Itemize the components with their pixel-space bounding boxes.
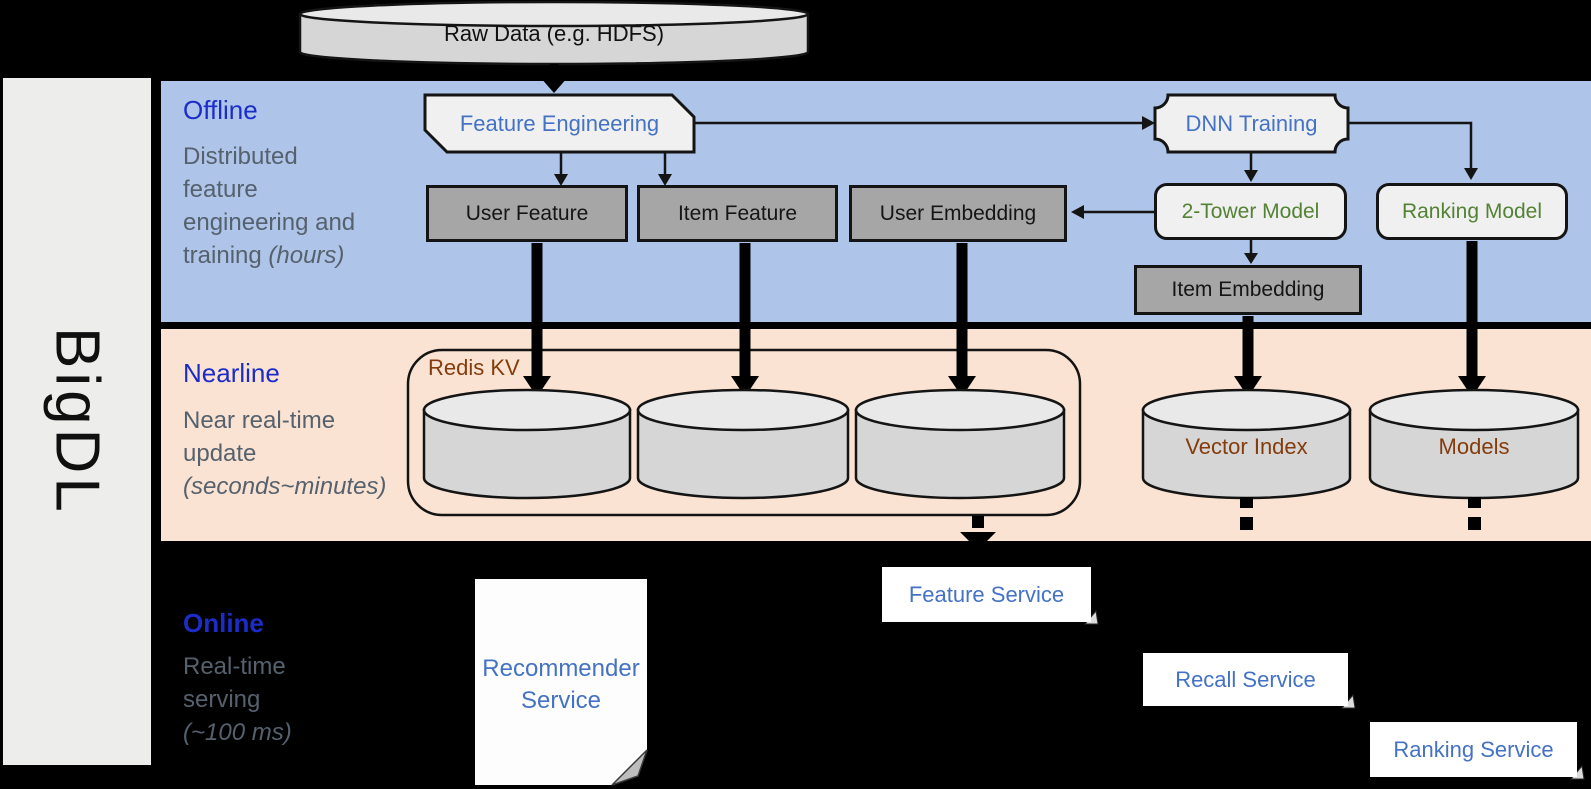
feature-engineering-node: Feature Engineering (459, 110, 660, 136)
ranking-service-node: Ranking Service (1370, 722, 1577, 777)
offline-description: Distributed feature engineering and trai… (183, 140, 378, 272)
recall-service-node: Recall Service (1143, 653, 1348, 706)
nearline-description: Near real-time update (seconds~minutes) (183, 404, 398, 503)
online-description: Real-time serving (~100 ms) (183, 650, 318, 749)
models-label: Models (1438, 434, 1510, 459)
online-title: Online (183, 608, 264, 638)
user-feature-node: User Feature (426, 185, 628, 242)
raw-data-label: Raw Data (e.g. HDFS) (443, 21, 665, 46)
sidebar-brand-bar: BigDL (3, 78, 151, 765)
two-tower-model-node: 2-Tower Model (1154, 183, 1347, 240)
dnn-training-node: DNN Training (1185, 110, 1318, 136)
item-feature-node: Item Feature (637, 185, 838, 242)
recommender-service-label: Recommender Service (482, 655, 640, 714)
feature-service-node: Feature Service (882, 567, 1091, 622)
nearline-qualifier: (seconds~minutes) (183, 473, 387, 500)
user-embedding-node: User Embedding (849, 185, 1067, 242)
brand-label: BigDL (42, 327, 112, 516)
online-description-text: Real-time serving (183, 653, 286, 713)
item-embedding-node: Item Embedding (1134, 265, 1362, 315)
online-qualifier: (~100 ms) (183, 719, 292, 746)
nearline-title: Nearline (183, 358, 280, 388)
offline-description-text: Distributed feature engineering and trai… (183, 143, 356, 269)
ranking-model-node: Ranking Model (1376, 183, 1568, 240)
nearline-description-text: Near real-time update (183, 407, 336, 467)
vector-index-label: Vector Index (1185, 434, 1308, 459)
redis-kv-label: Redis KV (428, 355, 520, 380)
offline-qualifier: (hours) (268, 242, 345, 269)
offline-title: Offline (183, 95, 258, 125)
